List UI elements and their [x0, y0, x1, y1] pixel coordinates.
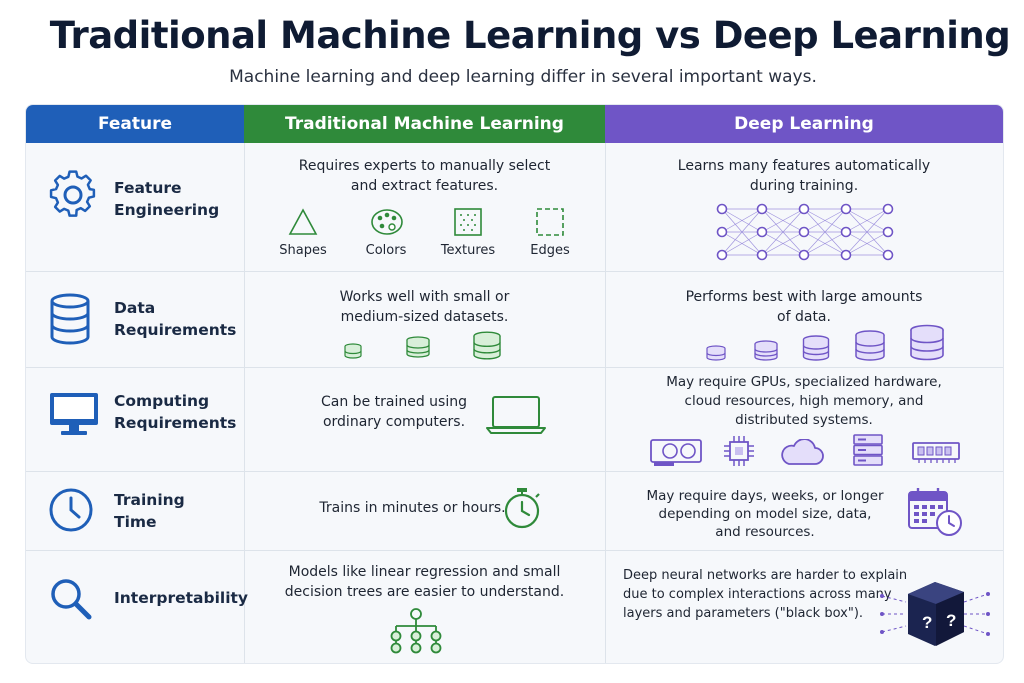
deep-description: Learns many features automatically durin… — [677, 158, 931, 194]
database-large-icon — [854, 330, 886, 366]
header-feature: Feature — [26, 105, 244, 143]
deep-description: May require days, weeks, or longer depen… — [646, 488, 884, 540]
traditional-description: Models like linear regression and small … — [284, 564, 565, 600]
header-deep: Deep Learning — [605, 105, 1003, 143]
traditional-description: Works well with small or medium-sized da… — [339, 289, 510, 325]
column-divider — [605, 143, 606, 663]
row-divider — [26, 550, 1003, 551]
svg-text:?: ? — [922, 613, 932, 632]
item-label: Textures — [440, 243, 496, 258]
monitor-icon — [48, 391, 100, 443]
laptop-icon — [486, 395, 546, 439]
feature-label: Feature Engineering — [114, 179, 220, 219]
table-row: Data Requirements Works well with small … — [26, 271, 1003, 367]
header-traditional: Traditional Machine Learning — [244, 105, 605, 143]
gpu-icon — [648, 437, 704, 471]
chip-icon — [723, 435, 755, 471]
database-small-icon — [344, 343, 362, 363]
deep-description: Deep neural networks are harder to expla… — [623, 568, 908, 621]
clock-icon — [48, 487, 94, 537]
item-label: Shapes — [279, 243, 327, 258]
black-box-icon: ? ? — [878, 574, 993, 656]
texture-icon — [453, 207, 483, 241]
database-large-icon — [472, 331, 502, 365]
table-row: Computing Requirements Can be trained us… — [26, 367, 1003, 471]
deep-description: May require GPUs, specialized hardware, … — [666, 374, 942, 428]
neural-network-icon — [716, 201, 896, 267]
table-row: Feature Engineering Requires experts to … — [26, 143, 1003, 271]
row-divider — [26, 271, 1003, 272]
database-small-icon — [754, 340, 778, 366]
traditional-description: Trains in minutes or hours. — [319, 500, 506, 516]
database-icon — [48, 293, 92, 349]
decision-tree-icon — [386, 608, 446, 658]
calendar-clock-icon — [906, 487, 966, 543]
comparison-table: Feature Traditional Machine Learning Dee… — [25, 104, 1004, 664]
row-divider — [26, 367, 1003, 368]
page-subtitle: Machine learning and deep learning diffe… — [229, 67, 817, 87]
database-medium-icon — [802, 335, 830, 366]
traditional-description: Can be trained using ordinary computers. — [321, 394, 467, 430]
feature-label: Interpretability — [114, 589, 249, 607]
page-title: Traditional Machine Learning vs Deep Lea… — [49, 14, 1011, 57]
svg-text:?: ? — [946, 611, 956, 630]
row-divider — [26, 471, 1003, 472]
deep-description: Performs best with large amounts of data… — [685, 289, 923, 325]
memory-icon — [911, 441, 961, 469]
gear-icon — [48, 169, 98, 225]
database-medium-icon — [406, 336, 430, 363]
item-label: Colors — [365, 243, 407, 258]
triangle-icon — [288, 207, 318, 241]
feature-label: Training Time — [114, 491, 185, 531]
table-row: Interpretability Models like linear regr… — [26, 550, 1003, 663]
feature-label: Data Requirements — [114, 299, 237, 339]
stopwatch-icon — [502, 485, 544, 535]
server-icon — [852, 433, 884, 471]
traditional-description: Requires experts to manually select and … — [298, 158, 551, 194]
feature-label: Computing Requirements — [114, 392, 237, 432]
magnifier-icon — [48, 576, 94, 626]
database-xl-icon — [909, 324, 945, 366]
item-label: Edges — [530, 243, 570, 258]
table-row: Training Time Trains in minutes or hours… — [26, 471, 1003, 550]
palette-icon — [370, 207, 404, 241]
database-xs-icon — [706, 345, 726, 366]
cloud-icon — [778, 438, 824, 471]
edges-icon — [535, 207, 565, 241]
column-divider — [244, 143, 245, 663]
